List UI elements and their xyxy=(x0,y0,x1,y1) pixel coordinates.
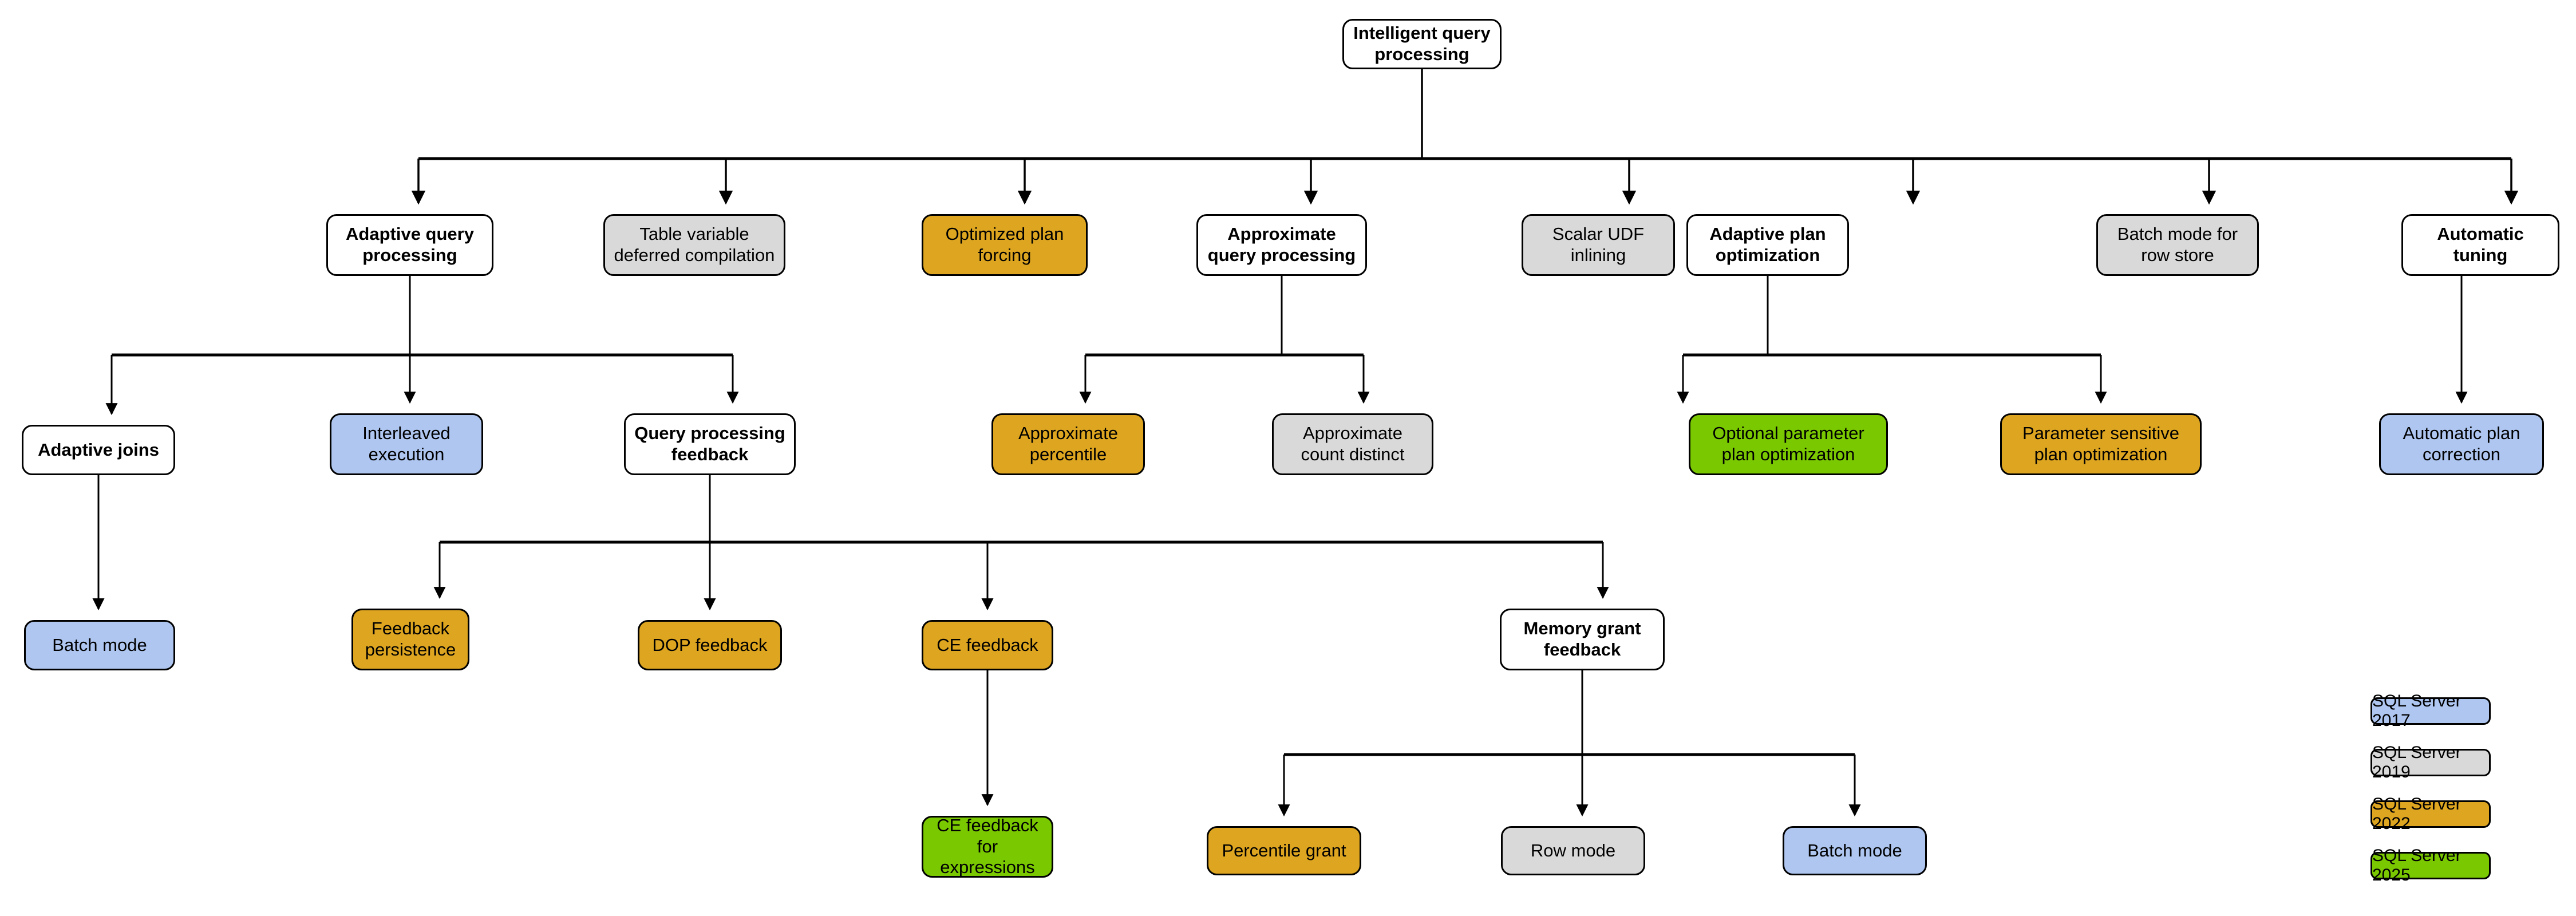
node-qpf[interactable]: Query processing feedback xyxy=(624,413,796,475)
node-oppo[interactable]: Optional parameter plan optimization xyxy=(1689,413,1888,475)
node-mgf[interactable]: Memory grant feedback xyxy=(1500,609,1665,670)
apo-branch-edges xyxy=(1677,276,2107,404)
qpf-branch-edges xyxy=(433,475,1609,611)
node-pspo[interactable]: Parameter sensitive plan optimization xyxy=(2000,413,2202,475)
node-udf[interactable]: Scalar UDF inlining xyxy=(1522,214,1675,276)
node-rowmode[interactable]: Row mode xyxy=(1501,826,1645,875)
node-aqp[interactable]: Adaptive query processing xyxy=(326,214,493,276)
node-autotune[interactable]: Automatic tuning xyxy=(2401,214,2559,276)
mgf-branch-edges xyxy=(1278,670,1861,817)
legend-item-sql-server-2025: SQL Server 2025 xyxy=(2370,846,2491,885)
legend-item-sql-server-2022: SQL Server 2022 xyxy=(2370,795,2491,833)
node-interleave[interactable]: Interleaved execution xyxy=(330,413,483,475)
node-cefbexpr[interactable]: CE feedback for expressions xyxy=(922,815,1053,878)
node-pctgrant[interactable]: Percentile grant xyxy=(1207,826,1361,875)
node-fbpersist[interactable]: Feedback persistence xyxy=(351,609,469,670)
node-cefb[interactable]: CE feedback xyxy=(922,620,1053,670)
node-tvdc[interactable]: Table variable deferred compilation xyxy=(603,214,785,276)
node-adjoins[interactable]: Adaptive joins xyxy=(22,425,175,475)
node-aqproc[interactable]: Approximate query processing xyxy=(1196,214,1367,276)
node-appercent[interactable]: Approximate percentile xyxy=(991,413,1145,475)
legend-item-sql-server-2019: SQL Server 2019 xyxy=(2370,743,2491,781)
node-apc[interactable]: Automatic plan correction xyxy=(2379,413,2544,475)
node-dopfb[interactable]: DOP feedback xyxy=(638,620,782,670)
aqproc-branch-edges xyxy=(1079,276,1370,404)
node-root[interactable]: Intelligent query processing xyxy=(1342,19,1502,69)
node-bmrs[interactable]: Batch mode for row store xyxy=(2096,214,2259,276)
legend-item-sql-server-2017: SQL Server 2017 xyxy=(2370,692,2491,730)
root-branch-edges xyxy=(411,69,2519,205)
node-apcount[interactable]: Approximate count distinct xyxy=(1272,413,1433,475)
node-batch2[interactable]: Batch mode xyxy=(1783,826,1927,875)
node-opf[interactable]: Optimized plan forcing xyxy=(922,214,1088,276)
aqp-branch-edges xyxy=(105,276,739,416)
node-apo[interactable]: Adaptive plan optimization xyxy=(1686,214,1849,276)
node-batch1[interactable]: Batch mode xyxy=(24,620,175,670)
